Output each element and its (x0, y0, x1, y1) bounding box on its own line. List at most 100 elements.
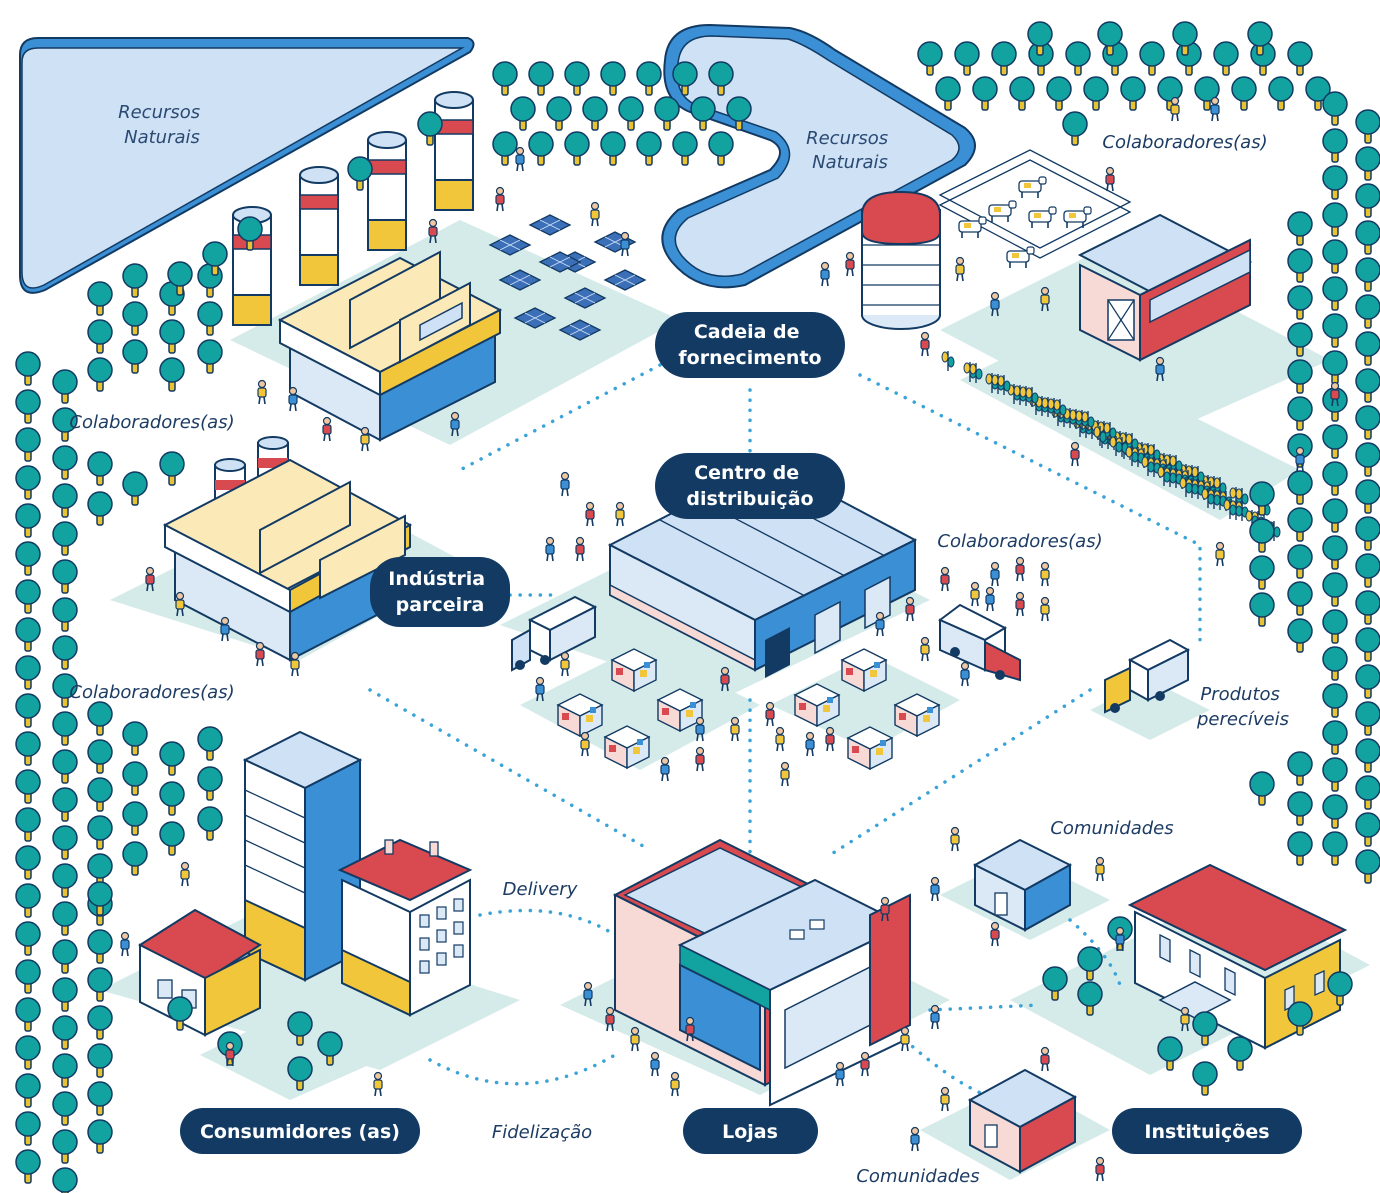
tree-icon (528, 61, 554, 96)
person-icon (615, 501, 625, 527)
tree-icon (87, 281, 113, 316)
tree-icon (1065, 41, 1091, 76)
tree-icon (1355, 442, 1380, 477)
tree-icon (15, 997, 41, 1032)
tree-icon (52, 787, 78, 822)
person-icon (825, 726, 835, 752)
person-icon (950, 826, 960, 852)
tree-icon (954, 41, 980, 76)
silo (861, 190, 941, 330)
tree-icon (1120, 76, 1146, 111)
tree-icon (1322, 831, 1348, 866)
tree-icon (52, 369, 78, 404)
tree-icon (1355, 405, 1380, 440)
person-icon (590, 201, 600, 227)
tree-icon (1287, 831, 1313, 866)
tree-icon (52, 825, 78, 860)
person-icon (585, 501, 595, 527)
tree-icon (1322, 461, 1348, 496)
tree-icon (197, 339, 223, 374)
tree-icon (1139, 41, 1165, 76)
perishables-label: Produtos perecíveis (1196, 684, 1289, 730)
tree-icon (87, 491, 113, 526)
person-icon (920, 636, 930, 662)
tree-icon (122, 263, 148, 298)
tree-icon (15, 845, 41, 880)
tree-icon (52, 711, 78, 746)
tree-icon (197, 806, 223, 841)
svg-text:Cadeia de fornecimento: Cadeia de fornecimento (678, 321, 821, 369)
truck-right (938, 603, 1021, 682)
person-icon (575, 536, 585, 562)
node-institutions: Instituições (1112, 1108, 1302, 1154)
person-icon (257, 379, 267, 405)
tree-icon (1355, 220, 1380, 255)
tree-icon (52, 597, 78, 632)
tree-icon (1249, 592, 1275, 627)
tree-icon (15, 1149, 41, 1184)
person-icon (1210, 96, 1220, 122)
node-consumers: Consumidores (as) (180, 1108, 420, 1154)
tree-icon (1192, 1061, 1218, 1096)
community-house-top (972, 838, 1073, 932)
node-stores: Lojas (683, 1108, 818, 1154)
tree-icon (564, 131, 590, 166)
person-icon (990, 561, 1000, 587)
person-icon (1040, 561, 1050, 587)
person-icon (1070, 441, 1080, 467)
tree-icon (1322, 276, 1348, 311)
person-icon (805, 731, 815, 757)
person-icon (940, 1086, 950, 1112)
tree-icon (1287, 544, 1313, 579)
person-icon (765, 701, 775, 727)
person-icon (960, 661, 970, 687)
collaborators-factory-label: Colaboradores(as) (69, 412, 234, 433)
person-icon (1095, 1156, 1105, 1182)
tree-icon (15, 1035, 41, 1070)
svg-text:Centro de distribuição: Centro de distribuição (686, 462, 813, 510)
tree-icon (87, 815, 113, 850)
person-icon (495, 186, 505, 212)
tree-icon (15, 541, 41, 576)
tree-icon (510, 96, 536, 131)
person-icon (255, 641, 265, 667)
tree-icon (52, 483, 78, 518)
person-icon (780, 761, 790, 787)
tree-icon (1287, 470, 1313, 505)
person-icon (920, 331, 930, 357)
tree-icon (52, 635, 78, 670)
person-icon (970, 581, 980, 607)
collaborators-dc-label: Colaboradores(as) (937, 531, 1102, 552)
tree-icon (690, 96, 716, 131)
person-icon (580, 731, 590, 757)
tree-icon (15, 465, 41, 500)
person-icon (545, 536, 555, 562)
truck-left (511, 595, 598, 672)
tree-icon (1355, 812, 1380, 847)
tree-icon (1287, 211, 1313, 246)
tree-icon (1355, 257, 1380, 292)
tree-icon (1355, 368, 1380, 403)
tree-icon (1355, 183, 1380, 218)
natural-resources-lake-left (19, 37, 475, 294)
tree-icon (654, 96, 680, 131)
tree-icon (1355, 516, 1380, 551)
tree-icon (1322, 202, 1348, 237)
tree-icon (1322, 424, 1348, 459)
tree-icon (672, 131, 698, 166)
tree-icon (1287, 581, 1313, 616)
cattle (958, 176, 1092, 269)
person-icon (1105, 166, 1115, 192)
tree-icon (1287, 507, 1313, 542)
tree-icon (87, 967, 113, 1002)
tree-icon (15, 655, 41, 690)
person-icon (1170, 96, 1180, 122)
person-icon (835, 1061, 845, 1087)
natural-resources-label-1: Recursos Naturais (118, 102, 206, 148)
tree-icon (636, 131, 662, 166)
tree-icon (1287, 285, 1313, 320)
tree-icon (15, 1073, 41, 1108)
tree-icon (600, 131, 626, 166)
person-icon (985, 586, 995, 612)
person-icon (288, 386, 298, 412)
